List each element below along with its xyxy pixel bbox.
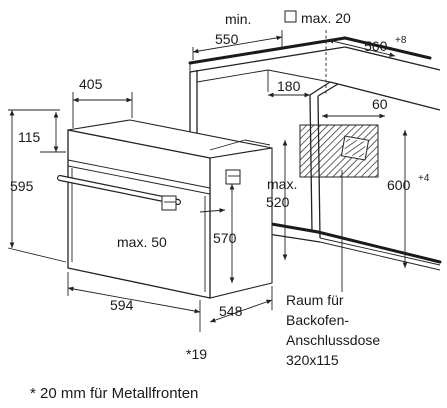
dimension-lines [7,30,408,332]
label-600-sup: +4 [418,173,430,184]
label-max50: max. 50 [117,234,167,250]
label-560: 560 [364,38,388,54]
label-560-sup: +8 [395,35,407,46]
label-548: 548 [219,303,243,319]
label-max: max. [267,176,297,192]
label-520: 520 [266,194,290,210]
label-600: 600 [387,177,411,193]
label-raum-3: Anschlussdose [286,332,380,348]
box-symbol-icon [284,10,297,23]
oven-body [57,119,273,299]
label-594: 594 [110,297,134,313]
label-raum-4: 320x115 [286,352,339,368]
label-max20: max. 20 [301,10,351,26]
label-min: min. [225,11,251,27]
label-19: *19 [186,346,207,362]
label-115: 115 [18,129,41,145]
label-405: 405 [79,76,103,92]
label-raum-1: Raum für [286,292,344,308]
label-550: 550 [215,31,239,47]
label-60: 60 [372,96,388,112]
label-raum-2: Backofen- [286,312,349,328]
label-595: 595 [10,178,34,194]
label-570: 570 [213,230,237,246]
footnote: * 20 mm für Metallfronten [30,385,198,402]
cabinet-niche [188,36,442,271]
label-180: 180 [277,78,301,94]
